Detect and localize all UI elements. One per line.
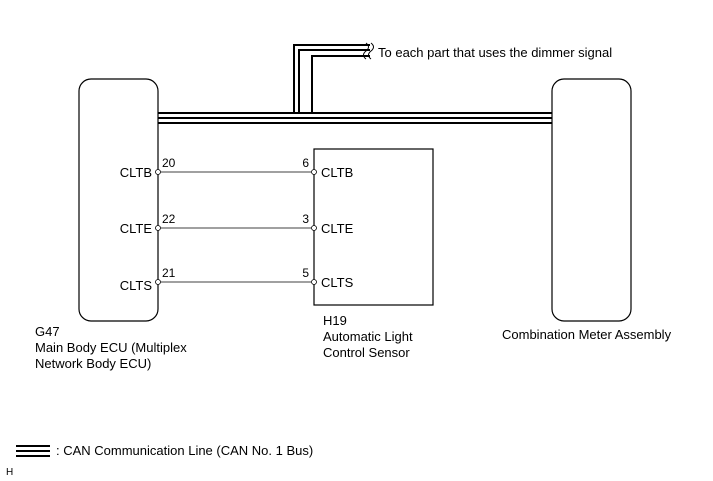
ecu-terminal-clte: CLTE [120, 221, 153, 236]
can-bus-branch [293, 44, 370, 113]
wire-clte [155, 225, 317, 231]
ecu-name-line1: Main Body ECU (Multiplex [35, 340, 187, 355]
sensor-terminal-cltb: CLTB [321, 165, 353, 180]
legend-label: : CAN Communication Line (CAN No. 1 Bus) [56, 443, 313, 458]
sensor-name-line2: Control Sensor [323, 345, 410, 360]
can-bus-main [158, 112, 552, 124]
ecu-pin-21: 21 [162, 266, 176, 280]
wire-clts [155, 279, 317, 285]
ecu-terminal-clts: CLTS [120, 278, 153, 293]
sensor-terminal-clte: CLTE [321, 221, 354, 236]
sensor-pin-3: 3 [302, 212, 309, 226]
sensor-pin-5: 5 [302, 266, 309, 280]
sensor-name-line1: Automatic Light [323, 329, 413, 344]
meter-name: Combination Meter Assembly [502, 327, 672, 342]
ecu-code: G47 [35, 324, 60, 339]
ecu-pin-20: 20 [162, 156, 176, 170]
meter-box [551, 78, 632, 322]
sensor-pin-6: 6 [302, 156, 309, 170]
ecu-name-line2: Network Body ECU) [35, 356, 151, 371]
ecu-box [78, 78, 159, 322]
legend-can-symbol [16, 445, 50, 457]
sensor-code: H19 [323, 313, 347, 328]
ecu-pin-22: 22 [162, 212, 176, 226]
wire-cltb [155, 169, 317, 175]
dimmer-note: To each part that uses the dimmer signal [378, 45, 612, 60]
ecu-terminal-cltb: CLTB [120, 165, 152, 180]
sensor-terminal-clts: CLTS [321, 275, 354, 290]
corner-mark: H [6, 467, 13, 478]
wire-break-symbol [363, 42, 374, 60]
